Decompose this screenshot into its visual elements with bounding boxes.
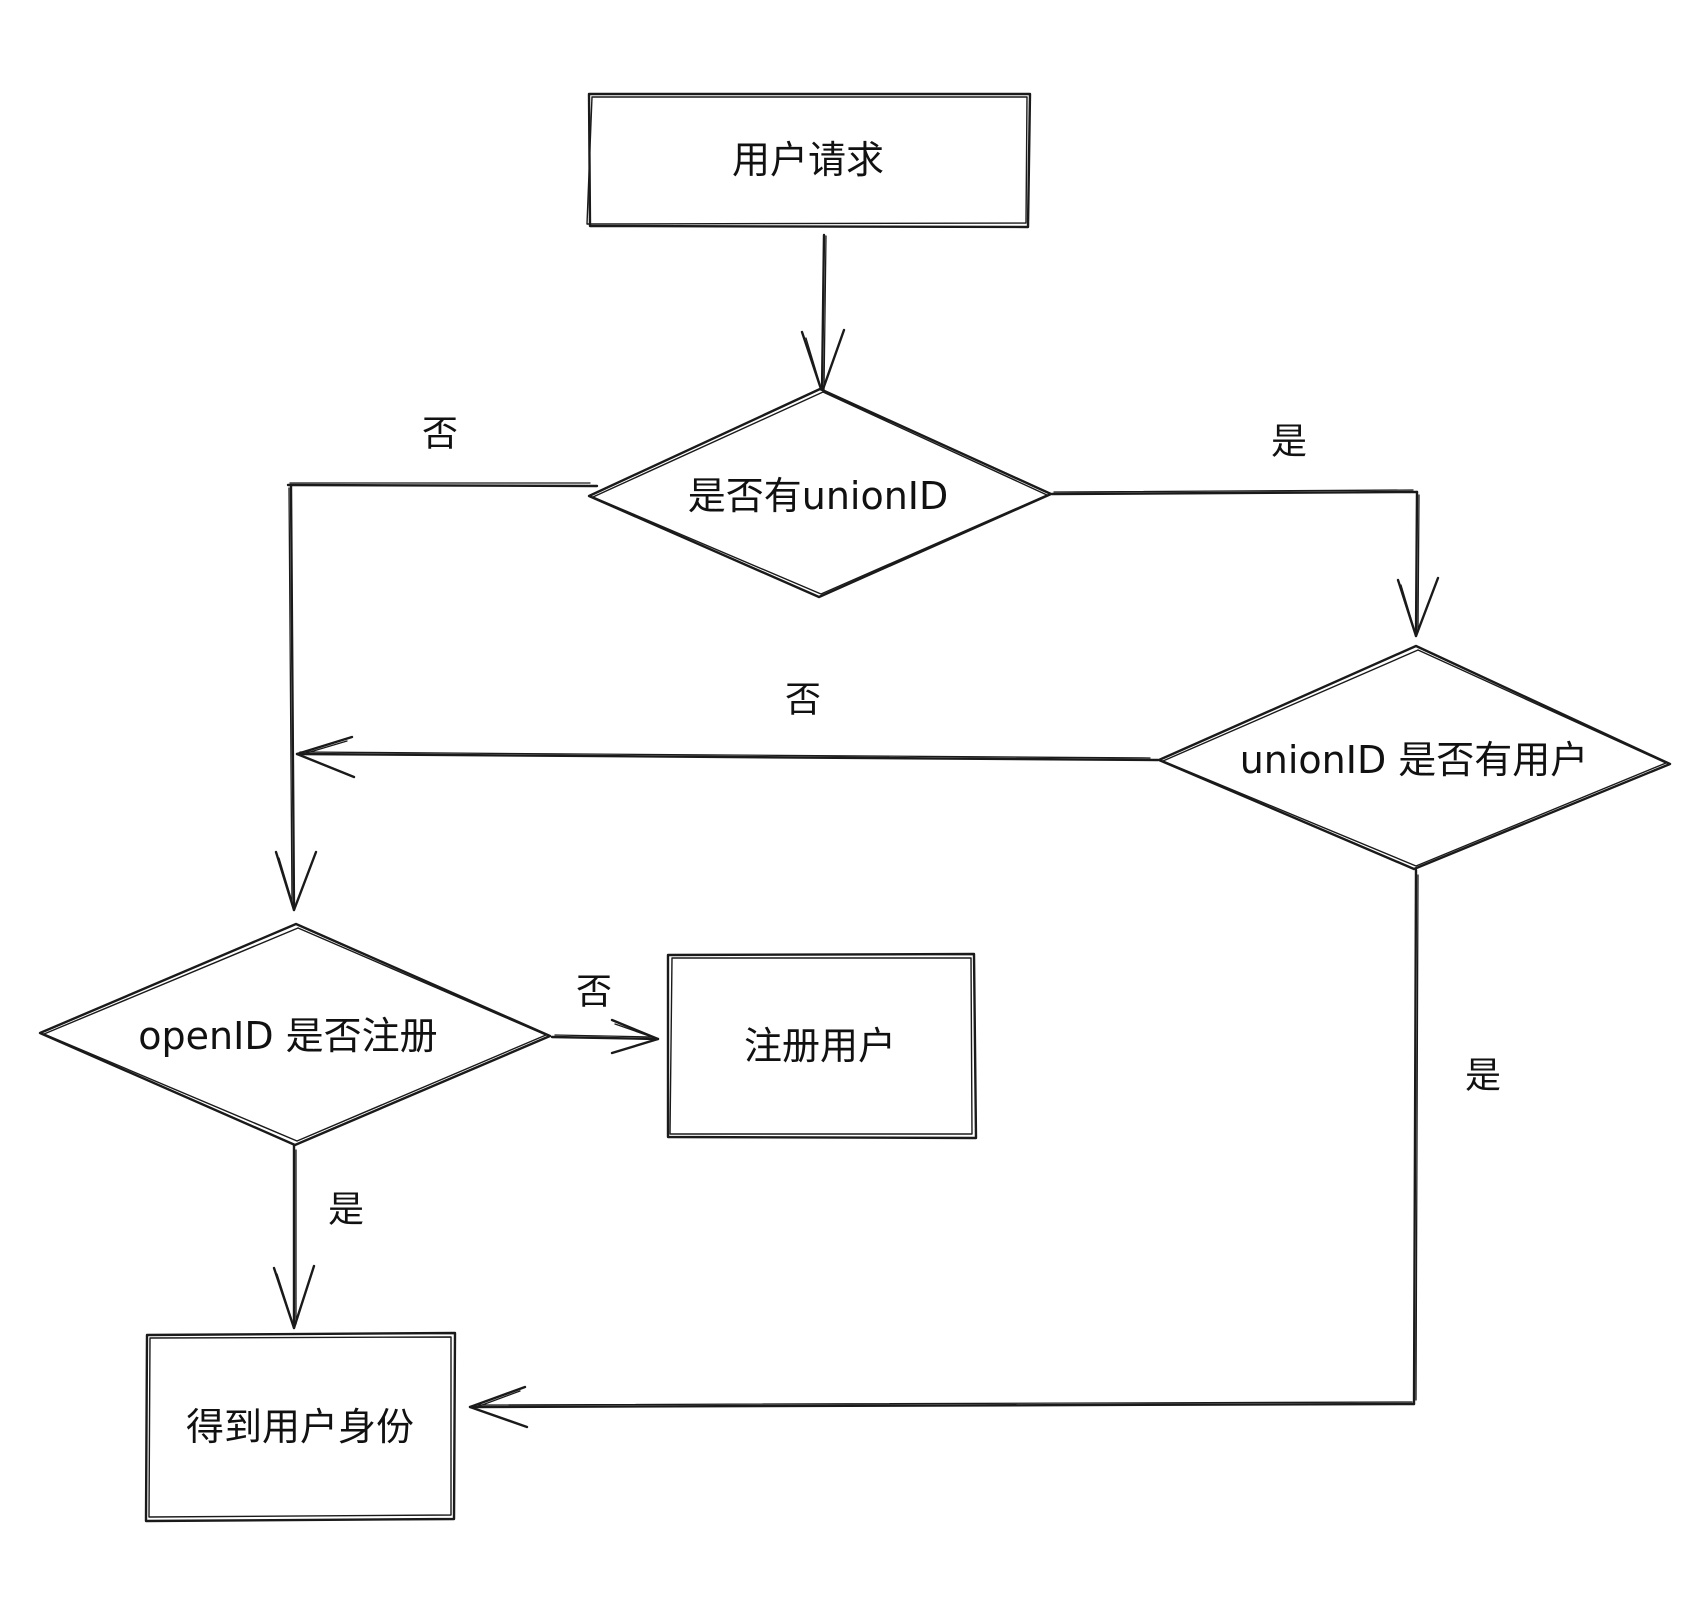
node-unionid-has-user-decision: unionID 是否有用户 [1157, 644, 1672, 871]
edge-label-union-user-no: 否 [785, 680, 821, 721]
edge-label-open-reg-yes: 是 [328, 1190, 364, 1231]
node-openid-registered-label: openID 是否注册 [138, 1014, 437, 1058]
node-register-user: 注册用户 [666, 952, 978, 1140]
edge-has-union-no [274, 482, 599, 912]
node-openid-registered-decision: openID 是否注册 [38, 922, 552, 1147]
node-register-user-label: 注册用户 [744, 1024, 896, 1068]
node-has-unionid-label: 是否有unionID [688, 474, 949, 518]
node-user-request-label: 用户请求 [732, 138, 884, 182]
edge-has-union-yes [1050, 489, 1440, 638]
edge-union-user-yes [468, 868, 1419, 1429]
edge-label-has-union-yes: 是 [1271, 422, 1307, 463]
edge-start-to-has-union [800, 233, 846, 394]
edge-label-has-union-no: 否 [422, 414, 458, 455]
node-has-unionid-decision: 是否有unionID [587, 387, 1053, 599]
node-get-user-identity-label: 得到用户身份 [186, 1405, 414, 1449]
node-unionid-has-user-label: unionID 是否有用户 [1240, 738, 1589, 782]
edge-label-union-user-yes: 是 [1465, 1056, 1501, 1097]
edge-open-reg-yes [272, 1143, 316, 1330]
edge-union-user-no [295, 735, 1160, 779]
edge-open-reg-no [550, 1018, 660, 1055]
node-get-user-identity: 得到用户身份 [144, 1331, 457, 1523]
edge-label-open-reg-no: 否 [576, 972, 612, 1013]
node-user-request: 用户请求 [586, 92, 1032, 229]
